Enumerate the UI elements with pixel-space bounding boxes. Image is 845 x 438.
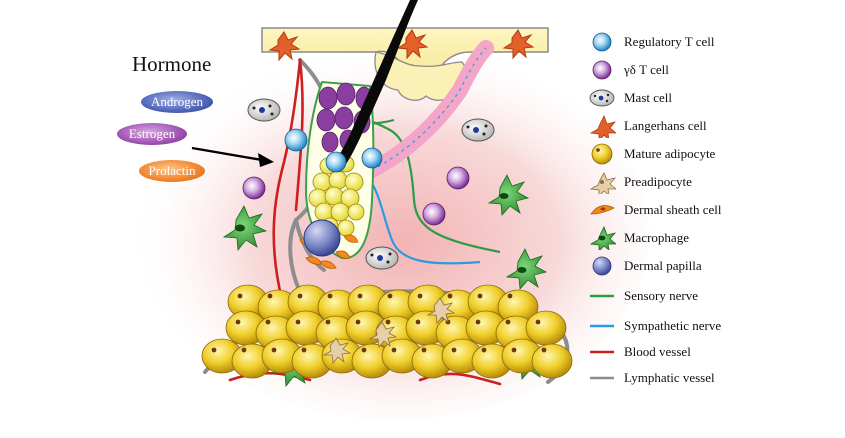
adipocyte-nucleus	[385, 319, 391, 325]
dermal-sheath-cell-icon	[590, 205, 615, 215]
adipocyte-nucleus	[505, 319, 511, 325]
hormone-estrogen: Estrogen	[117, 123, 187, 145]
legend-item-dermal-sheath-cell: Dermal sheath cell	[588, 198, 721, 222]
adipocyte-nucleus	[327, 293, 333, 299]
hair-shaft	[330, 0, 418, 172]
adipocyte-layer	[201, 284, 573, 379]
adipocyte-nucleus	[451, 347, 457, 353]
legend-item-regulatory-t-cell: Regulatory T cell	[588, 30, 715, 54]
adipocyte-nucleus	[241, 347, 247, 353]
sensory-nerve-line-icon	[590, 294, 614, 298]
legend-label: Dermal papilla	[624, 258, 702, 273]
preadipocytes	[322, 297, 456, 364]
mast-cell-icon	[589, 89, 615, 107]
adipocyte-nucleus	[421, 347, 427, 353]
legend-item-dermal-papilla: Dermal papilla	[588, 254, 702, 278]
adipocyte-nucleus	[477, 293, 483, 299]
adipocyte-nucleus	[535, 319, 541, 325]
legend-label: Sympathetic nerve	[624, 318, 722, 333]
adipocyte-nucleus	[415, 319, 421, 325]
legend-label: Langerhans cell	[624, 118, 707, 133]
regulatory-t-cell-icon	[592, 32, 612, 52]
adipocyte-nucleus	[541, 347, 547, 353]
adipocyte-nucleus	[297, 293, 303, 299]
preadipocyte-icon	[589, 172, 616, 194]
legend-item-lymphatic-vessel: Lymphatic vessel	[588, 366, 715, 390]
adipocyte-nucleus	[507, 293, 513, 299]
gamma-delta-t-cell-icon	[592, 60, 612, 80]
legend-item-langerhans-cell: Langerhans cell	[588, 114, 707, 138]
adipocyte-nucleus	[301, 347, 307, 353]
adipocyte-nucleus	[387, 293, 393, 299]
adipocyte-nucleus	[237, 293, 243, 299]
adipocyte-nucleus	[295, 319, 301, 325]
legend-item-gamma-delta-t-cell: γδ T cell	[588, 58, 669, 82]
langerhans-cells	[268, 29, 535, 62]
regulatory-t-cells	[284, 128, 383, 173]
legend-label: Regulatory T cell	[624, 34, 715, 49]
adipocyte-nucleus	[447, 293, 453, 299]
adipocyte-nucleus	[271, 347, 277, 353]
langerhans-cell-icon	[589, 115, 616, 138]
legend-item-sensory-nerve: Sensory nerve	[588, 284, 698, 308]
adipocyte-nucleus	[325, 319, 331, 325]
legend-item-preadipocyte: Preadipocyte	[588, 170, 692, 194]
legend-label: Macrophage	[624, 230, 689, 245]
legend-label: Dermal sheath cell	[624, 202, 722, 217]
legend-item-mast-cell: Mast cell	[588, 86, 672, 110]
dermal-papilla	[303, 219, 341, 257]
adipocyte-nucleus	[265, 319, 271, 325]
lymphatic-vessel-line-icon	[590, 376, 614, 380]
legend-label: Mature adipocyte	[624, 146, 716, 161]
adipocyte-nucleus	[267, 293, 273, 299]
legend-label: γδ T cell	[624, 62, 669, 77]
adipocyte-nucleus	[211, 347, 217, 353]
hormone-title: Hormone	[132, 52, 212, 76]
gamma-delta-t-cells	[242, 166, 470, 226]
adipocyte-nucleus	[475, 319, 481, 325]
dermal-papilla-icon	[592, 256, 612, 276]
adipocyte-nucleus	[391, 347, 397, 353]
legend-item-mature-adipocyte: Mature adipocyte	[588, 142, 715, 166]
arrector-pili-muscle	[364, 40, 494, 178]
mature-adipocyte	[525, 310, 567, 346]
sympathetic-nerve-line-icon	[590, 324, 614, 328]
hormone-androgen: Androgen	[141, 91, 213, 113]
macrophage-icon	[589, 226, 616, 250]
legend-item-sympathetic-nerve: Sympathetic nerve	[588, 314, 721, 338]
legend-label: Blood vessel	[624, 344, 691, 359]
adipocyte-nucleus	[355, 319, 361, 325]
legend-item-blood-vessel: Blood vessel	[588, 340, 691, 364]
adipocyte-nucleus	[481, 347, 487, 353]
legend-label: Preadipocyte	[624, 174, 692, 189]
legend-label: Mast cell	[624, 90, 673, 105]
mature-adipocyte	[531, 343, 573, 379]
blood-vessel-line-icon	[590, 350, 614, 354]
adipocyte-nucleus	[361, 347, 367, 353]
hormone-arrow	[191, 146, 274, 167]
mast-cells	[247, 98, 495, 270]
adipocyte-nucleus	[511, 347, 517, 353]
adipocyte-nucleus	[417, 293, 423, 299]
hormone-prolactin: Prolactin	[139, 160, 205, 182]
mature-adipocyte-icon	[591, 143, 613, 165]
adipocyte-nucleus	[357, 293, 363, 299]
legend-label: Lymphatic vessel	[624, 370, 715, 385]
legend-item-macrophage: Macrophage	[588, 226, 689, 250]
legend-label: Sensory nerve	[624, 288, 699, 303]
adipocyte-nucleus	[235, 319, 241, 325]
